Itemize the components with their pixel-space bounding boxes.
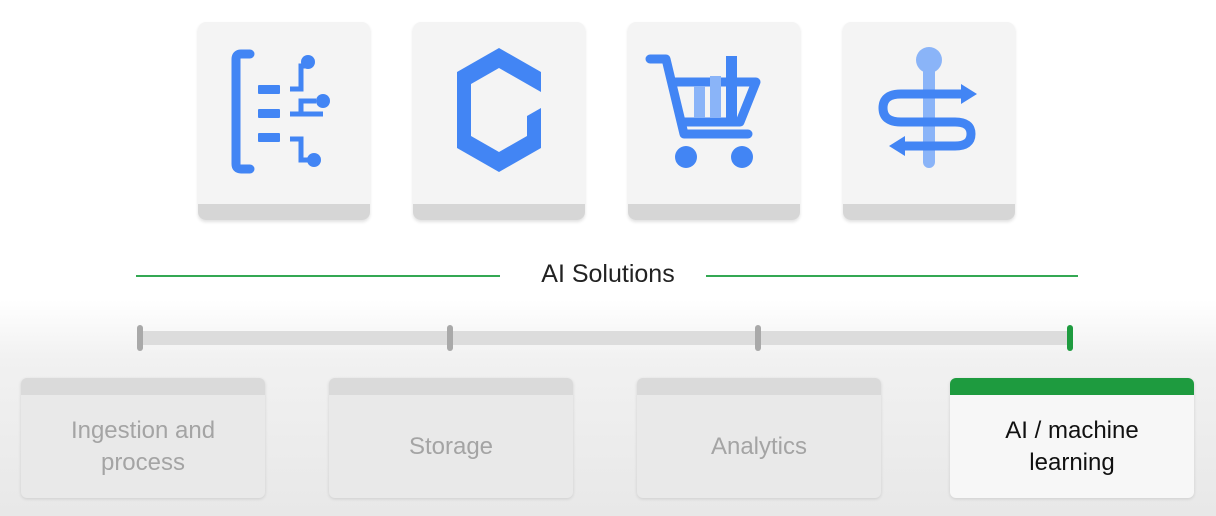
stage-analytics[interactable]: Analytics bbox=[637, 378, 881, 498]
stage-header-bar bbox=[637, 378, 881, 395]
hexagon-logo-icon bbox=[457, 48, 541, 172]
icon-tile-cart bbox=[628, 22, 800, 220]
stage-header-bar-active bbox=[950, 378, 1194, 395]
stage-ingestion[interactable]: Ingestion and process bbox=[21, 378, 265, 498]
icon-tile-medical bbox=[843, 22, 1015, 220]
stage-label: Analytics bbox=[710, 432, 808, 460]
timeline-track bbox=[140, 331, 1072, 345]
icon-tile-ingestion bbox=[198, 22, 370, 220]
stage-label: Ingestion and process bbox=[70, 416, 216, 476]
stage-header-bar bbox=[329, 378, 573, 395]
icon-tile-hexagon bbox=[413, 22, 585, 220]
divider-left bbox=[136, 275, 500, 277]
stage-label: Storage bbox=[408, 432, 494, 460]
stage-header-bar bbox=[21, 378, 265, 395]
section-title: AI Solutions bbox=[541, 260, 675, 288]
divider-right bbox=[706, 275, 1078, 277]
tile-base bbox=[413, 204, 585, 220]
data-ingestion-icon bbox=[231, 49, 330, 174]
timeline-tick bbox=[137, 325, 143, 351]
medical-staff-icon bbox=[878, 47, 977, 168]
tile-base bbox=[628, 204, 800, 220]
tile-base bbox=[843, 204, 1015, 220]
timeline-tick-active bbox=[1067, 325, 1073, 351]
tile-base bbox=[198, 204, 370, 220]
stage-label: AI / machine learning bbox=[1005, 416, 1139, 476]
stage-ai-ml[interactable]: AI / machine learning bbox=[950, 378, 1194, 498]
timeline-tick bbox=[447, 325, 453, 351]
timeline-tick bbox=[755, 325, 761, 351]
shopping-cart-analytics-icon bbox=[645, 54, 761, 168]
stage-storage[interactable]: Storage bbox=[329, 378, 573, 498]
